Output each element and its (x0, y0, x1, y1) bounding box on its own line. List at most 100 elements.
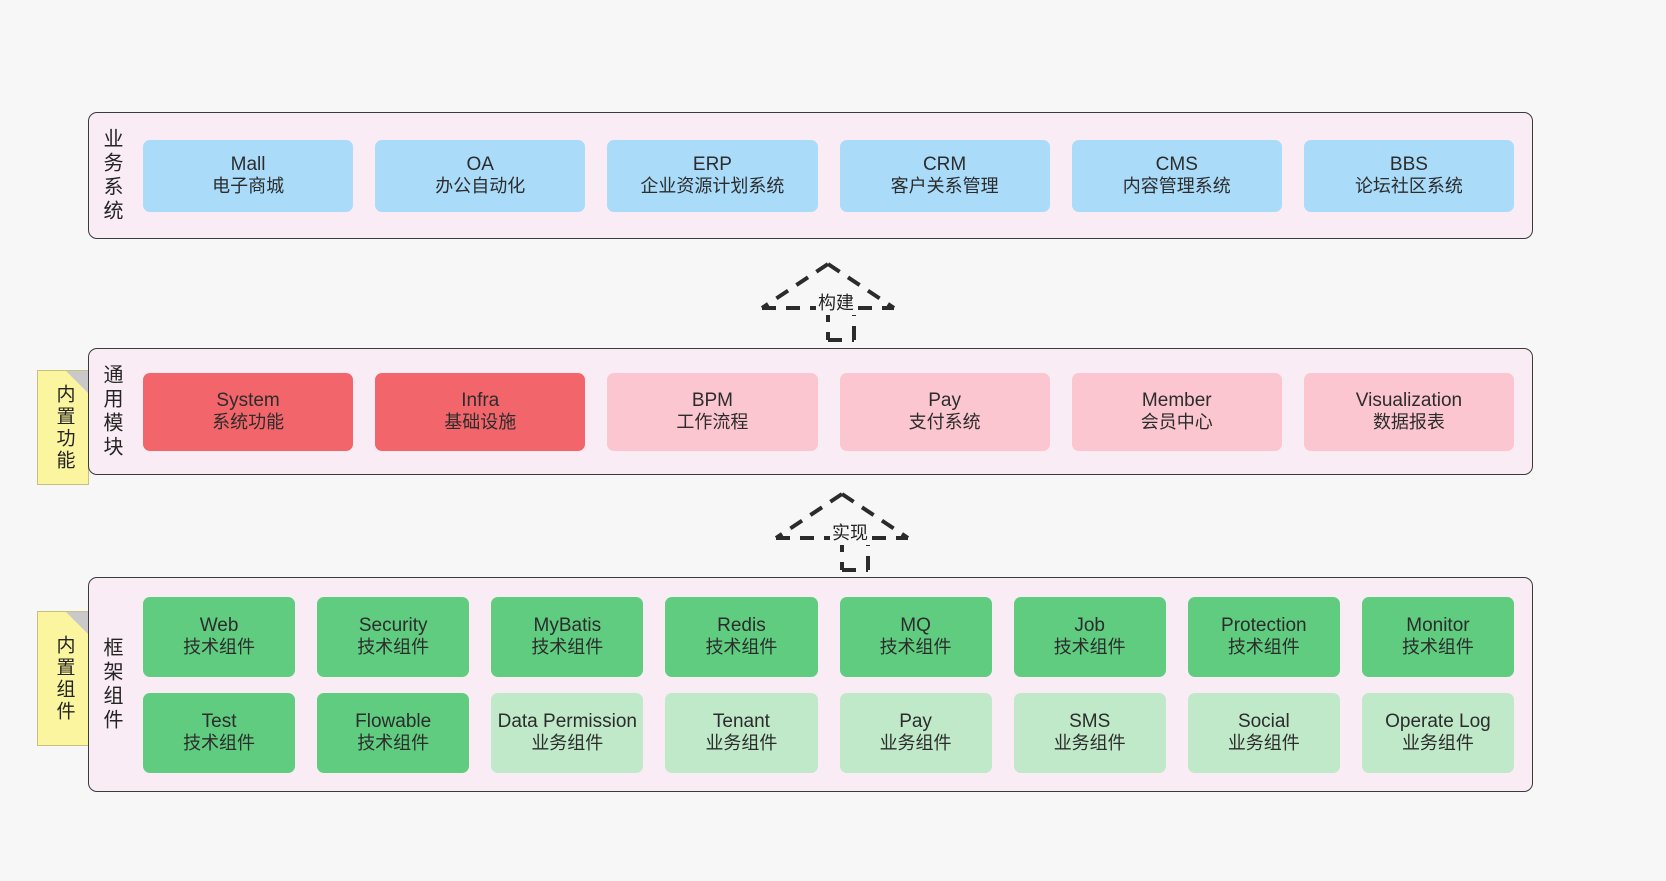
node-mybatis[interactable]: MyBatis 技术组件 (491, 596, 644, 677)
node-label-cn: 业务组件 (531, 733, 604, 754)
node-label-cn: 支付系统 (908, 412, 981, 433)
note-builtin-component: 内置组件 (37, 611, 89, 746)
node-label-cn: 会员中心 (1140, 412, 1213, 433)
node-label-cn: 技术组件 (1401, 637, 1474, 658)
node-mall[interactable]: Mall 电子商城 (143, 139, 354, 212)
node-label-cn: 系统功能 (212, 412, 285, 433)
node-label-en: ERP (692, 153, 732, 175)
node-label-en: Member (1141, 389, 1212, 411)
layer-business-system-title: 业务系统 (100, 127, 122, 224)
node-infra[interactable]: Infra 基础设施 (375, 372, 586, 451)
node-oa[interactable]: OA 办公自动化 (375, 139, 586, 212)
layer-common-module-title: 通用模块 (100, 363, 122, 460)
node-label-en: Operate Log (1385, 710, 1491, 732)
node-bpm[interactable]: BPM 工作流程 (607, 372, 818, 451)
node-data-permission[interactable]: Data Permission 业务组件 (491, 692, 644, 773)
node-bbs[interactable]: BBS 论坛社区系统 (1303, 139, 1515, 212)
note-fold-corner-icon (66, 612, 88, 634)
connector-build-arrow: 构建 (758, 260, 898, 342)
node-monitor[interactable]: Monitor 技术组件 (1361, 596, 1514, 677)
layer-common-module-body: System 系统功能 Infra 基础设施 BPM 工作流程 Pay 支付系统… (133, 349, 1532, 474)
layer-business-system: 业务系统 Mall 电子商城 OA 办公自动化 ERP 企业资源计划系统 CRM… (88, 112, 1533, 239)
node-label-en: SMS (1069, 710, 1111, 732)
node-label-cn: 电子商城 (212, 176, 285, 197)
node-label-en: MyBatis (533, 614, 602, 636)
node-label-en: Redis (717, 614, 766, 636)
business-row: Mall 电子商城 OA 办公自动化 ERP 企业资源计划系统 CRM 客户关系… (143, 139, 1515, 212)
layer-business-system-body: Mall 电子商城 OA 办公自动化 ERP 企业资源计划系统 CRM 客户关系… (133, 113, 1532, 238)
node-label-en: Test (201, 710, 237, 732)
layer-framework-component: 框架组件 Web 技术组件 Security 技术组件 MyBatis 技术组件… (88, 577, 1533, 792)
node-label-cn: 业务组件 (879, 733, 952, 754)
note-builtin-component-label: 内置组件 (53, 634, 75, 723)
node-pay-module[interactable]: Pay 支付系统 (839, 372, 1050, 451)
node-pay-component[interactable]: Pay 业务组件 (839, 692, 992, 773)
node-erp[interactable]: ERP 企业资源计划系统 (607, 139, 818, 212)
node-label-en: Flowable (355, 710, 432, 732)
node-label-en: Monitor (1406, 614, 1470, 636)
node-crm[interactable]: CRM 客户关系管理 (839, 139, 1050, 212)
node-label-cn: 基础设施 (444, 412, 517, 433)
note-fold-corner-icon (66, 371, 88, 393)
node-mq[interactable]: MQ 技术组件 (839, 596, 992, 677)
node-label-en: OA (466, 153, 494, 175)
node-label-en: System (216, 389, 280, 411)
node-label-cn: 业务组件 (1053, 733, 1126, 754)
layer-common-module: 通用模块 System 系统功能 Infra 基础设施 BPM 工作流程 Pay… (88, 348, 1533, 475)
node-redis[interactable]: Redis 技术组件 (665, 596, 818, 677)
note-builtin-function: 内置功能 (37, 370, 89, 485)
node-label-cn: 数据报表 (1372, 412, 1445, 433)
node-member[interactable]: Member 会员中心 (1071, 372, 1282, 451)
node-label-en: Mall (230, 153, 266, 175)
node-job[interactable]: Job 技术组件 (1013, 596, 1166, 677)
node-sms[interactable]: SMS 业务组件 (1013, 692, 1166, 773)
node-web[interactable]: Web 技术组件 (143, 596, 296, 677)
node-label-cn: 技术组件 (357, 733, 430, 754)
node-label-cn: 技术组件 (1227, 637, 1300, 658)
connector-implement-label: 实现 (830, 519, 870, 545)
node-label-en: MQ (900, 614, 931, 636)
node-social[interactable]: Social 业务组件 (1187, 692, 1340, 773)
layer-framework-component-body: Web 技术组件 Security 技术组件 MyBatis 技术组件 Redi… (133, 578, 1532, 791)
node-flowable[interactable]: Flowable 技术组件 (317, 692, 470, 773)
node-label-en: Tenant (712, 710, 770, 732)
node-label-cn: 技术组件 (531, 637, 604, 658)
node-protection[interactable]: Protection 技术组件 (1187, 596, 1340, 677)
node-label-cn: 技术组件 (183, 637, 256, 658)
node-label-en: Security (358, 614, 428, 636)
node-label-en: Visualization (1355, 389, 1463, 411)
node-label-cn: 技术组件 (879, 637, 952, 658)
node-label-en: BPM (691, 389, 734, 411)
node-label-en: Data Permission (497, 710, 637, 732)
node-label-en: CMS (1155, 153, 1198, 175)
node-label-cn: 内容管理系统 (1122, 176, 1231, 197)
node-label-cn: 技术组件 (183, 733, 256, 754)
node-tenant[interactable]: Tenant 业务组件 (665, 692, 818, 773)
node-label-en: BBS (1389, 153, 1428, 175)
node-cms[interactable]: CMS 内容管理系统 (1071, 139, 1282, 212)
node-label-en: Social (1237, 710, 1290, 732)
node-test[interactable]: Test 技术组件 (143, 692, 296, 773)
node-label-en: Job (1074, 614, 1105, 636)
node-system[interactable]: System 系统功能 (143, 372, 354, 451)
node-label-cn: 技术组件 (705, 637, 778, 658)
connector-build-label: 构建 (816, 289, 856, 315)
node-label-en: Infra (461, 389, 500, 411)
node-label-en: Protection (1221, 614, 1307, 636)
node-label-cn: 客户关系管理 (890, 176, 999, 197)
node-operate-log[interactable]: Operate Log 业务组件 (1361, 692, 1514, 773)
node-label-en: Pay (899, 710, 932, 732)
node-label-cn: 企业资源计划系统 (640, 176, 785, 197)
node-label-en: CRM (922, 153, 967, 175)
node-label-en: Pay (928, 389, 961, 411)
node-label-cn: 业务组件 (1401, 733, 1474, 754)
note-builtin-function-label: 内置功能 (53, 383, 75, 472)
framework-biz-row: Test 技术组件 Flowable 技术组件 Data Permission … (143, 692, 1514, 773)
node-visualization[interactable]: Visualization 数据报表 (1303, 372, 1515, 451)
node-label-cn: 工作流程 (676, 412, 749, 433)
connector-implement-arrow: 实现 (772, 490, 912, 572)
node-label-cn: 技术组件 (357, 637, 430, 658)
node-label-cn: 业务组件 (1227, 733, 1300, 754)
node-security[interactable]: Security 技术组件 (317, 596, 470, 677)
